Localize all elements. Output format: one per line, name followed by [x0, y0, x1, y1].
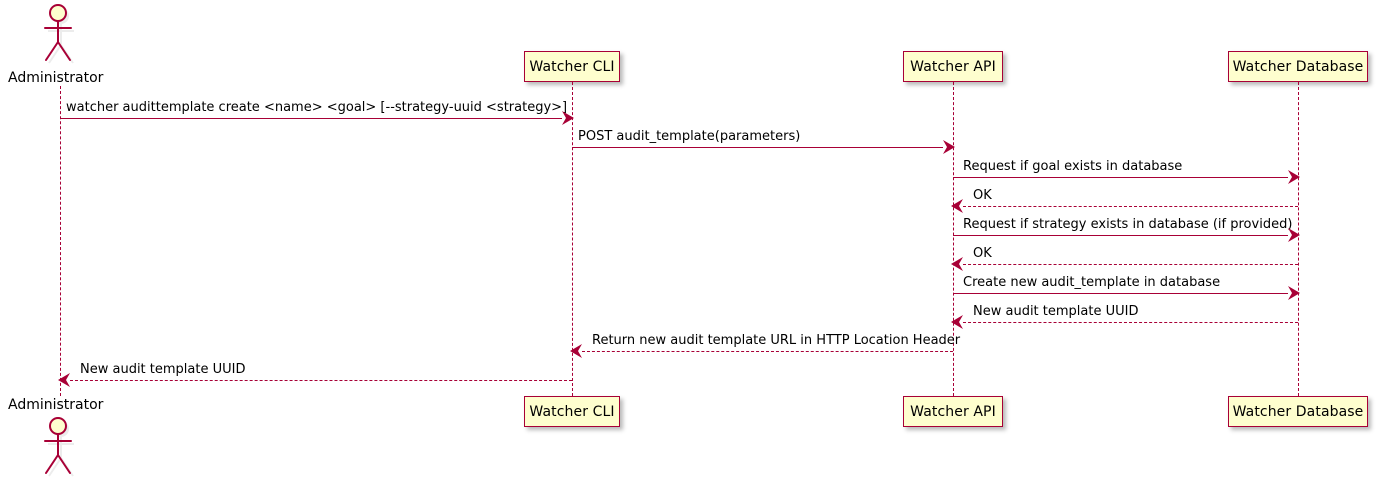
message-label-4: Request if strategy exists in database (… [963, 217, 1293, 232]
message-line-0 [60, 118, 562, 119]
actor-label-administrator-top: Administrator [8, 70, 104, 86]
participant-watcher-api-bottom[interactable]: Watcher API [903, 396, 1003, 427]
actor-administrator-bottom [38, 417, 84, 479]
participant-watcher-database-bottom[interactable]: Watcher Database [1228, 396, 1368, 427]
message-line-8 [582, 351, 953, 352]
message-label-1: POST audit_template(parameters) [578, 129, 801, 144]
message-label-2: Request if goal exists in database [963, 159, 1183, 174]
lifeline-watcher-database [1298, 82, 1299, 396]
message-label-0: watcher audittemplate create <name> <goa… [66, 100, 568, 115]
message-line-4 [953, 235, 1288, 236]
actor-label-administrator-bottom: Administrator [8, 397, 104, 413]
message-line-7 [963, 322, 1298, 323]
message-line-5 [963, 264, 1298, 265]
lifeline-administrator [60, 86, 61, 396]
lifeline-watcher-cli [572, 82, 573, 396]
actor-administrator-top [38, 4, 84, 66]
message-label-9: New audit template UUID [80, 362, 246, 377]
message-line-1 [572, 147, 943, 148]
message-line-6 [953, 293, 1288, 294]
lifeline-watcher-api [953, 82, 954, 396]
message-line-9 [70, 380, 572, 381]
message-line-2 [953, 177, 1288, 178]
participant-watcher-cli-bottom[interactable]: Watcher CLI [524, 396, 620, 427]
message-label-8: Return new audit template URL in HTTP Lo… [592, 333, 961, 348]
participant-watcher-cli-top[interactable]: Watcher CLI [524, 51, 620, 82]
message-line-3 [963, 206, 1298, 207]
participant-watcher-database-top[interactable]: Watcher Database [1228, 51, 1368, 82]
message-label-3: OK [973, 188, 992, 203]
message-label-6: Create new audit_template in database [963, 275, 1221, 290]
participant-watcher-api-top[interactable]: Watcher API [903, 51, 1003, 82]
message-label-5: OK [973, 246, 992, 261]
message-label-7: New audit template UUID [973, 304, 1139, 319]
